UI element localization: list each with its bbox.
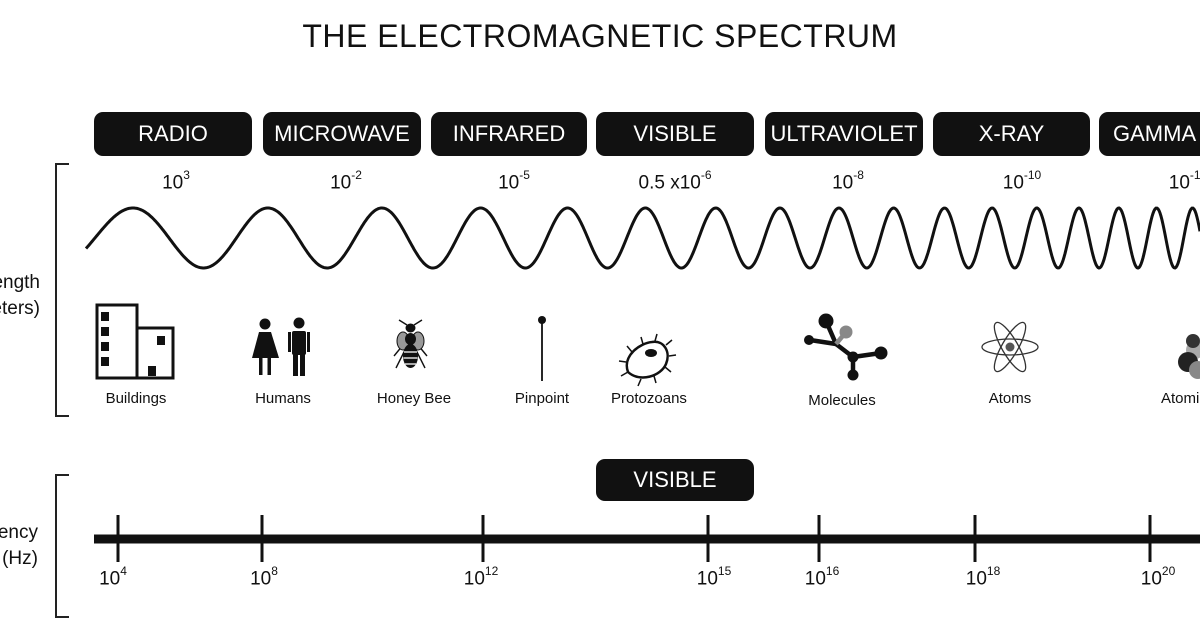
humans-icon [252,317,310,376]
wave-line [84,206,1200,270]
freq-label-1e15: 1015 [664,564,764,590]
fq-base: 10 [250,568,272,590]
object-label-humans: Humans [255,390,311,407]
band-microwave: MICROWAVE [263,112,421,156]
fq-exp: 20 [1161,564,1176,578]
wavelength-axis-line2: (meters) [0,298,40,319]
freq-label-1e12: 1012 [431,564,531,590]
fq-base: 10 [1140,568,1162,590]
fq-base: 10 [696,568,718,590]
wl-base: 0.5 x10 [638,172,701,194]
band-label: VISIBLE [633,121,717,146]
wavelength-ultraviolet: 10-8 [768,168,928,194]
protozoan-icon [618,333,677,387]
frequency-axis-label: Frequency (Hz) [0,520,38,572]
band-label: INFRARED [452,121,566,146]
wl-exp: -2 [351,168,362,182]
wavelength-bracket [55,163,69,417]
molecule-icon [804,313,888,381]
wl-base: 10 [1002,172,1024,194]
object-label-atoms: Atoms [988,390,1032,407]
band-infrared: INFRARED [431,112,587,156]
band-visible: VISIBLE [596,112,754,156]
freq-label-1e20: 1020 [1108,564,1200,590]
object-label-atomic-nuclei: Atomic Nuclei [1161,390,1200,407]
wl-exp: -12 [1189,168,1200,182]
wavelength-visible: 0.5 x10-6 [595,168,755,194]
wl-base: 10 [1168,172,1190,194]
band-xray: X-RAY [933,112,1090,156]
fq-base: 10 [463,568,485,590]
object-label-protozoans: Protozoans [611,390,687,407]
band-ultraviolet: ULTRAVIOLET [765,112,923,156]
band-gamma: GAMMA RAY [1099,112,1200,156]
band-label: RADIO [138,121,208,146]
freq-label-1e16: 1016 [772,564,872,590]
wavelength-gamma: 10-12 [1108,168,1200,194]
wl-base: 10 [832,172,854,194]
wl-exp: 3 [183,168,190,182]
wavelength-xray: 10-10 [942,168,1102,194]
wl-exp: -6 [700,168,712,182]
wavelength-infrared: 10-5 [434,168,594,194]
object-label-pinpoint: Pinpoint [514,390,570,407]
fq-exp: 15 [717,564,732,578]
fq-exp: 8 [271,564,278,578]
wl-exp: -10 [1023,168,1042,182]
fq-exp: 4 [120,564,127,578]
band-label: X-RAY [978,121,1045,146]
frequency-visible-label: VISIBLE [596,459,754,501]
wl-exp: -8 [853,168,864,182]
atom-icon [981,321,1039,373]
frequency-axis-line1: Frequency [0,522,38,543]
wl-base: 10 [498,172,520,194]
object-label-honey-bee: Honey Bee [376,390,452,407]
frequency-axis-line2: (Hz) [2,548,38,569]
fq-base: 10 [99,568,121,590]
freq-label-1e8: 108 [214,564,314,590]
pinpoint-icon [538,316,546,381]
page-title: THE ELECTROMAGNETIC SPECTRUM [302,18,898,54]
wavelength-axis-label: Wavelength (meters) [0,270,40,322]
object-label-molecules: Molecules [808,392,876,409]
freq-label-1e4: 104 [63,564,163,590]
band-label: MICROWAVE [274,121,410,146]
wl-base: 10 [330,172,352,194]
fq-exp: 12 [484,564,499,578]
frequency-visible-text: VISIBLE [633,467,717,492]
frequency-bracket [55,474,69,618]
wl-exp: -5 [519,168,530,182]
freq-label-1e18: 1018 [933,564,1033,590]
object-label-buildings: Buildings [105,390,167,407]
wavelength-radio: 103 [96,168,256,194]
fq-exp: 18 [986,564,1001,578]
frequency-ticks [116,515,1152,562]
wavelength-microwave: 10-2 [266,168,426,194]
fq-exp: 16 [825,564,840,578]
atomic-nuclei-icon [1178,334,1200,379]
wl-base: 10 [162,172,184,194]
band-label: GAMMA RAY [1113,121,1200,146]
band-label: ULTRAVIOLET [770,121,918,146]
band-radio: RADIO [94,112,252,156]
honey-bee-icon [393,319,428,369]
wavelength-axis-line1: Wavelength [0,272,40,293]
fq-base: 10 [965,568,987,590]
buildings-icon [95,303,175,380]
fq-base: 10 [804,568,826,590]
